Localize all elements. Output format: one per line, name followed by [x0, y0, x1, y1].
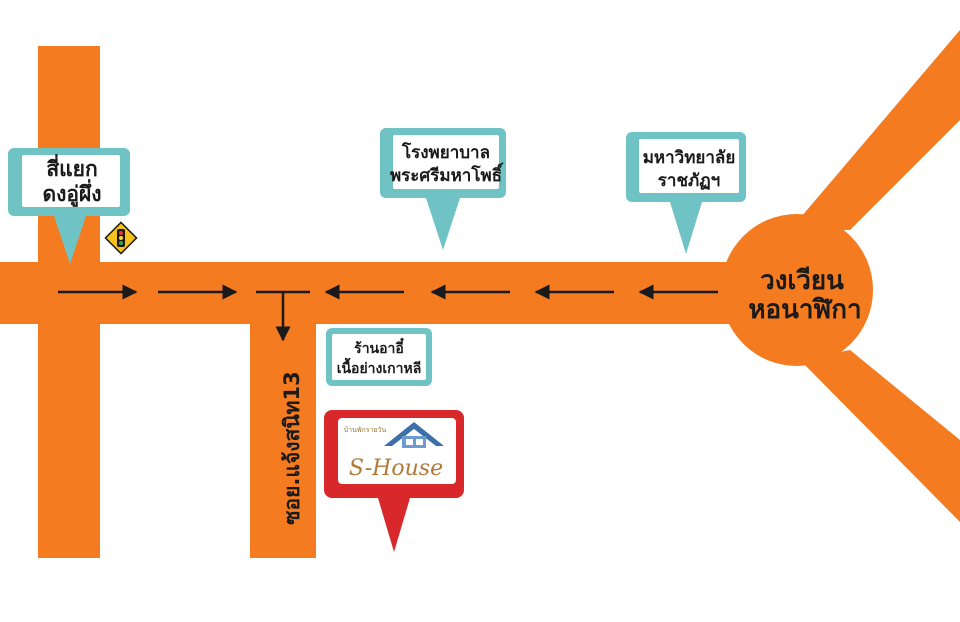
roundabout-label-line2: หอนาฬิกา [748, 295, 861, 325]
hospital-label-line1: โรงพยาบาล [401, 142, 490, 163]
hospital-label-line2: พระศรีมหาโพธิ์ [390, 162, 504, 186]
university-pin: มหาวิทยาลัย ราชภัฏฯ [626, 132, 746, 254]
intersection-label-line1: สี่แยก [46, 153, 98, 181]
destination-small-text: บ้านพักรายวัน [344, 426, 387, 434]
destination-pin[interactable]: บ้านพักรายวัน S-House [324, 410, 464, 552]
intersection-label-line2: ดงอู่ผึ่ง [42, 178, 101, 208]
diagonal-road-upper [790, 30, 960, 230]
university-label-line2: ราชภัฏฯ [658, 171, 720, 191]
restaurant-label-line2: เนื้อย่างเกาหลี [337, 357, 422, 377]
hospital-pin: โรงพยาบาล พระศรีมหาโพธิ์ [380, 128, 506, 250]
roundabout-circle [721, 214, 873, 366]
traffic-light-sign-icon [104, 221, 138, 255]
destination-logo-text: S-House [349, 456, 443, 481]
direction-arrows [58, 284, 718, 342]
university-label-line1: มหาวิทยาลัย [643, 148, 736, 168]
roundabout-label: วงเวียน หอนาฬิกา [748, 266, 861, 325]
restaurant-label-line1: ร้านอาอี๋ [354, 337, 404, 357]
diagonal-road-lower [800, 350, 960, 522]
roundabout-label-line1: วงเวียน [760, 266, 844, 296]
intersection-pin: สี่แยก ดงอู่ผึ่ง [8, 148, 130, 264]
soi-name-label: ซอย.แจ้งสนิท13 [280, 371, 304, 524]
restaurant-label: ร้านอาอี๋ เนื้อย่างเกาหลี [326, 328, 432, 386]
house-roof-icon [384, 422, 444, 448]
